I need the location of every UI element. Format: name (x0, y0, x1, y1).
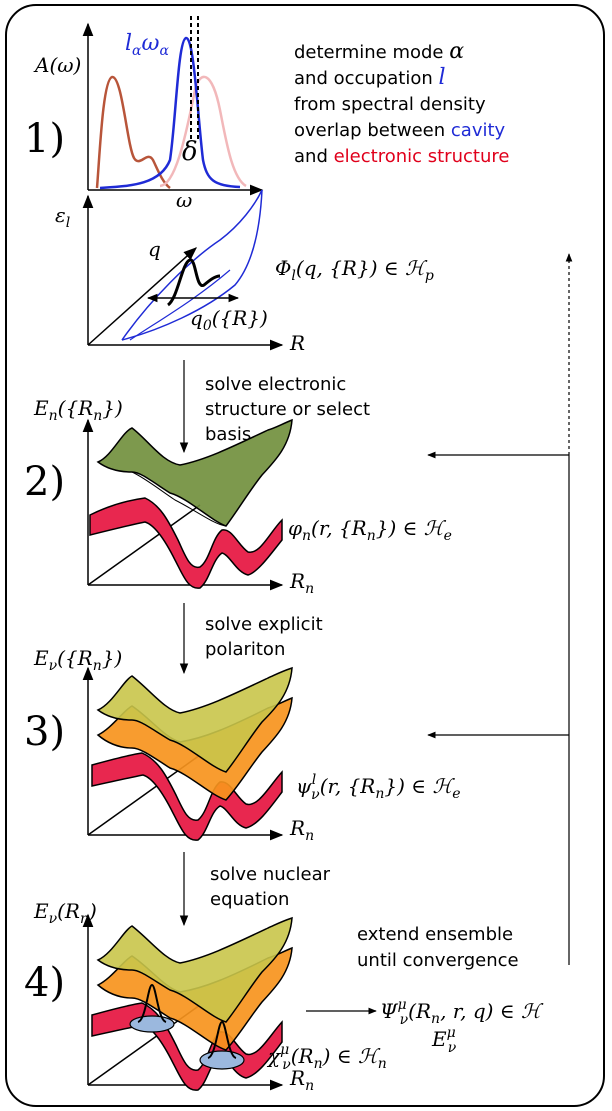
action-1-line-1: solve electronic (205, 374, 346, 395)
panel3-y-axis-label: Eν({Rn}) (33, 646, 122, 674)
action-1-line-3: basis (205, 424, 251, 445)
wavepacket-1 (137, 983, 167, 1023)
action-2-line-1: solve explicit (205, 614, 323, 635)
outer-frame (5, 4, 605, 1107)
feedback-label: extend ensemble until convergence (357, 924, 519, 971)
action-3-line-2: equation (210, 889, 289, 910)
wavepacket-1-base (129, 1015, 175, 1033)
q0-label: q0({R}) (190, 306, 268, 334)
panel3-x-axis-label: Rn (289, 816, 314, 844)
potential-curve-inner (121, 189, 263, 341)
step-2-action: solve explicit polariton (205, 614, 323, 660)
panel1-x-axis-label: ω (176, 188, 192, 212)
panel2-y-axis-label: En({Rn}) (33, 396, 123, 424)
panel4-y-axis-label: Eν(Rn) (33, 899, 97, 927)
action-3-line-1: solve nuclear (210, 864, 331, 885)
action-2-line-2: polariton (205, 639, 285, 660)
wavepacket-2 (207, 1020, 237, 1059)
panel2-x-axis-label: Rn (289, 569, 314, 597)
electronic-spectrum-curve-1 (95, 75, 171, 189)
panel1b-y-axis-label: εl (55, 203, 70, 231)
polariton-surface-upper (96, 666, 293, 773)
feedback-line-1: extend ensemble (357, 924, 513, 945)
panel1-description: determine mode α and occupation l from s… (294, 39, 509, 167)
potential-curve-mid (129, 269, 231, 341)
step-4-label: 4) (24, 960, 65, 1006)
feedback-line-2: until convergence (357, 950, 519, 971)
panel-1-spectral: A(ω) 1) ω δ lαωα determine mode α and oc… (24, 16, 509, 212)
panel-1b-cavity-potential: εl q R q0({R}) Φl(q, {R}) ∈ ℋp (55, 189, 434, 355)
step-1-label: 1) (24, 116, 65, 162)
electronic-basis-label: φn(r, {Rn}) ∈ ℋe (288, 516, 452, 544)
panel4-x-axis-label: Rn (289, 1066, 314, 1094)
ground-state-surface (89, 497, 283, 589)
excited-surface-fold (131, 471, 227, 527)
step-3-action: solve nuclear equation (210, 864, 331, 910)
excited-state-surface (96, 418, 293, 527)
electronic-spectrum-curve-2 (159, 75, 247, 188)
step-1-action: solve electronic structure or select bas… (205, 374, 370, 445)
description-line-4: overlap between cavity (294, 120, 506, 141)
panel1-y-axis-label: A(ω) (33, 53, 81, 77)
panel2-depth-axis (87, 504, 201, 586)
description-line-3: from spectral density (294, 94, 486, 115)
action-1-line-2: structure or select (205, 399, 370, 420)
feedback-loop: extend ensemble until convergence (357, 253, 573, 971)
q-axis-label: q (148, 237, 161, 261)
step-3-label: 3) (24, 709, 65, 755)
nuclear-surface-upper (96, 916, 293, 1023)
panel-2-electronic-surfaces: 2) En({Rn}) Rn φn(r, {Rn}) ∈ ℋe (24, 396, 452, 597)
panel1b-x-axis-label: R (289, 331, 305, 355)
description-line-2: and occupation l (294, 65, 446, 90)
step-2-label: 2) (24, 459, 65, 505)
wavepacket-2-base (199, 1050, 245, 1070)
delta-label: δ (182, 137, 198, 167)
potential-curve-outer (121, 189, 263, 341)
description-line-5: and electronic structure (294, 146, 509, 167)
polariton-surface-lower (91, 752, 283, 841)
cavity-basis-label: Φl(q, {R}) ∈ ℋp (275, 256, 434, 284)
description-line-1: determine mode α (294, 39, 464, 64)
panel1b-q-axis (87, 247, 198, 346)
cavity-wavefunction (166, 258, 221, 307)
cavity-peak-label: lαωα (125, 31, 169, 59)
cavity-spectrum-peak (99, 36, 241, 190)
